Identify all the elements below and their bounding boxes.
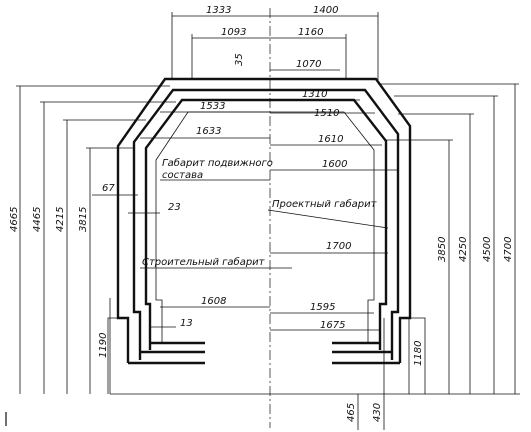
dim-4465: 4465 — [32, 207, 43, 232]
dim-1070: 1070 — [296, 59, 321, 70]
left-foundation — [107, 317, 118, 394]
dim-1180: 1180 — [413, 341, 424, 366]
dim-3850: 3850 — [437, 237, 448, 262]
left-vertical-dimensions — [16, 85, 176, 394]
dim-1600: 1600 — [322, 159, 347, 170]
middle-contour — [132, 88, 400, 360]
dim-4700: 4700 — [503, 237, 514, 262]
dim-4500: 4500 — [482, 237, 493, 262]
right-vertical-dimensions — [357, 83, 519, 430]
dim-1533: 1533 — [200, 101, 225, 112]
dim-1093: 1093 — [221, 27, 246, 38]
label-leaders — [140, 179, 389, 269]
left-foot — [128, 341, 205, 365]
dim-13: 13 — [180, 318, 193, 329]
dim-1400: 1400 — [313, 5, 338, 16]
outer-contour — [116, 77, 412, 363]
dim-1190: 1190 — [98, 333, 109, 358]
dim-67: 67 — [102, 183, 115, 194]
dim-3815: 3815 — [78, 207, 89, 232]
design-clearance-contour — [155, 111, 375, 342]
rolling-stock-label-1: Габарит подвижного — [162, 157, 273, 169]
dim-35: 35 — [234, 53, 245, 66]
dim-1510: 1510 — [314, 108, 339, 119]
dim-430: 430 — [372, 403, 383, 422]
right-foundation — [383, 317, 426, 394]
construction-clearance-contour — [144, 98, 388, 350]
dim-1595: 1595 — [310, 302, 335, 313]
dim-4250: 4250 — [458, 237, 469, 262]
horizontal-dimensions — [92, 12, 398, 331]
dim-23: 23 — [168, 202, 181, 213]
dim-465: 465 — [346, 403, 357, 422]
rolling-stock-label-2: состава — [162, 170, 203, 181]
dim-1700: 1700 — [326, 241, 351, 252]
dim-1333: 1333 — [206, 5, 231, 16]
construction-clearance-label: Строительный габарит — [142, 256, 266, 268]
dim-1608: 1608 — [201, 296, 226, 307]
dim-1310: 1310 — [302, 89, 327, 100]
right-foot — [332, 341, 400, 365]
dim-1610: 1610 — [318, 134, 343, 145]
dim-4665: 4665 — [9, 207, 20, 232]
dim-4215: 4215 — [55, 207, 66, 232]
dim-1633: 1633 — [196, 126, 221, 137]
dim-1160: 1160 — [298, 27, 323, 38]
dim-1675: 1675 — [320, 320, 345, 331]
design-clearance-label: Проектный габарит — [272, 198, 378, 210]
